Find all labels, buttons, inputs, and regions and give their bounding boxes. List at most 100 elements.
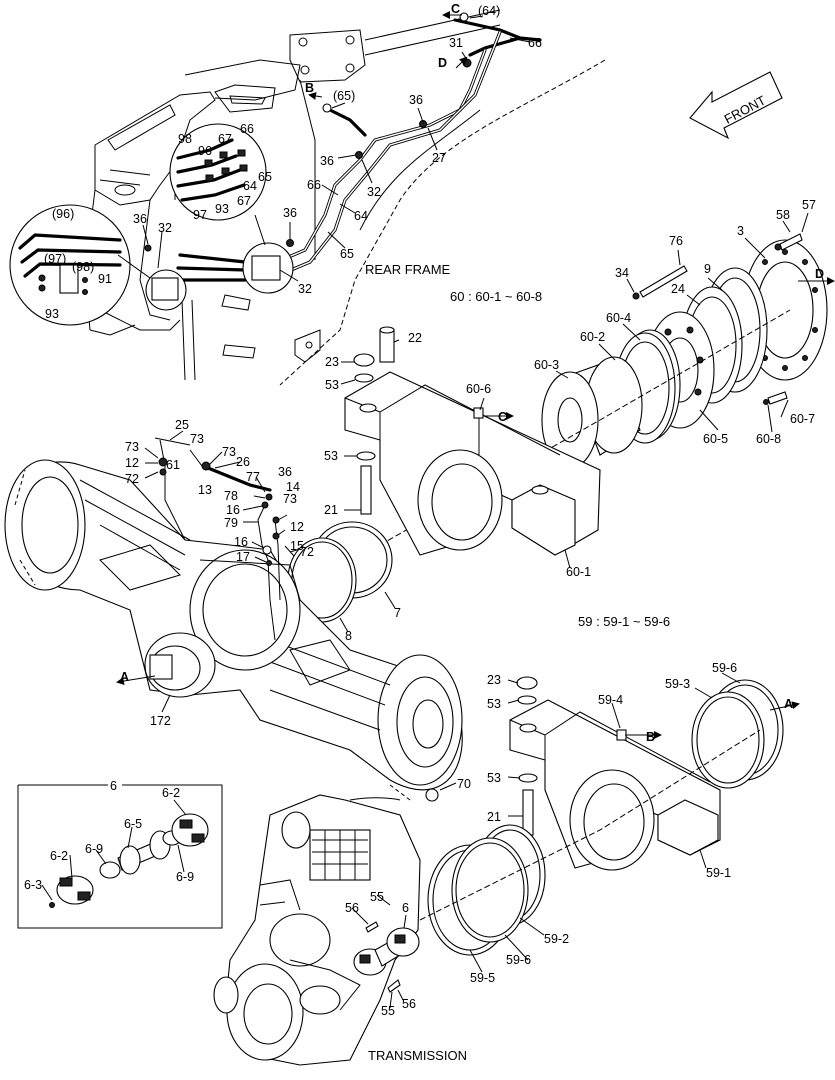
seal-ring-59-6-lower	[451, 837, 529, 943]
callout-label: 16	[234, 535, 248, 549]
callout-label: 93	[45, 307, 59, 321]
axle-brake-lines	[154, 437, 281, 641]
washer-53	[354, 373, 374, 383]
callout-label: 23	[325, 355, 339, 369]
bolt-60-7	[767, 391, 788, 405]
drive-shaft-6	[353, 927, 420, 976]
arrow-letter-c-mid: C	[498, 410, 507, 424]
axle-bracket-59-1	[509, 699, 721, 871]
rear-frame	[84, 9, 501, 381]
callout-label: (97)	[44, 252, 66, 266]
arrow-letter-d-top: D	[438, 56, 447, 70]
callout-label: 59-6	[506, 953, 531, 967]
callout-label: 60-7	[790, 412, 815, 426]
seal-ring-59-3	[691, 691, 765, 789]
bolt-56	[365, 921, 379, 933]
nut-23	[353, 353, 375, 367]
seal-ring-8	[287, 537, 357, 623]
washer-60-8	[763, 399, 769, 405]
callout-label: 24	[671, 282, 685, 296]
callout-label: 53	[487, 771, 501, 785]
callout-label: (64)	[478, 4, 500, 18]
transmission	[213, 794, 421, 1066]
callout-label: 73	[222, 445, 236, 459]
bolt-21	[360, 465, 372, 515]
callout-label: 67	[218, 132, 232, 146]
callout-label: 98	[178, 132, 192, 146]
inset-box-shaft-6	[17, 784, 223, 929]
callout-label: 34	[615, 266, 629, 280]
callout-label: 17	[236, 550, 250, 564]
spider-6-9-left	[99, 861, 121, 879]
callout-label: 77	[246, 470, 260, 484]
callout-label: 6-3	[24, 878, 42, 892]
callout-label: 36	[278, 465, 292, 479]
callout-label: 79	[224, 516, 238, 530]
caption-rear-frame: REAR FRAME	[365, 262, 451, 277]
callout-label: 97	[193, 208, 207, 222]
callout-label: 61	[166, 458, 180, 472]
callout-label: 60-1	[566, 565, 591, 579]
callout-label: 73	[125, 440, 139, 454]
callout-label: 32	[298, 282, 312, 296]
washer-34	[632, 292, 640, 300]
callout-label: (96)	[52, 207, 74, 221]
callout-label: 21	[324, 503, 338, 517]
direction-arrows	[116, 11, 835, 739]
arrow-letter-d-right: D	[815, 267, 824, 281]
arrow-letter-a-right: A	[784, 697, 793, 711]
callout-label: 59-4	[598, 693, 623, 707]
callout-label: 32	[158, 221, 172, 235]
callout-label: 67	[237, 194, 251, 208]
callout-label: 59-2	[544, 932, 569, 946]
caption-transmission: TRANSMISSION	[368, 1048, 467, 1063]
callout-label: 36	[409, 93, 423, 107]
washer-53	[356, 451, 376, 461]
callout-label: 91	[98, 272, 112, 286]
axle-bracket-60-1	[344, 371, 601, 556]
arrow-letter-b-top: B	[305, 81, 314, 95]
hose-fitting	[322, 103, 332, 113]
callout-label: 32	[367, 185, 381, 199]
callout-label: 36	[320, 154, 334, 168]
hose-clamp	[419, 120, 427, 128]
washer-58	[774, 243, 782, 251]
callout-label: 16	[226, 503, 240, 517]
leader-line	[117, 254, 151, 279]
callout-label: 6-2	[50, 849, 68, 863]
callout-label: 73	[190, 432, 204, 446]
callout-label: 26	[236, 455, 250, 469]
callout-label: 59-6	[712, 661, 737, 675]
callout-label: 72	[300, 545, 314, 559]
washer-53-lower	[517, 695, 537, 705]
bolt-55	[387, 979, 401, 993]
callout-label: 59-3	[665, 677, 690, 691]
hex-plug-70	[425, 788, 439, 802]
callout-label: 73	[283, 492, 297, 506]
callout-label: 59-5	[470, 971, 495, 985]
callout-label: 53	[487, 697, 501, 711]
callout-label: 65	[258, 170, 272, 184]
callout-label: 59-1	[706, 866, 731, 880]
callout-label: 7	[394, 606, 401, 620]
callout-label: 60-6	[466, 382, 491, 396]
leader-line	[254, 214, 266, 246]
callout-label: 72	[125, 472, 139, 486]
caption-group-59: 59 : 59-1 ~ 59-6	[578, 614, 670, 629]
hose-clamp	[355, 151, 363, 159]
connector-block	[251, 255, 281, 281]
callout-label: 96	[198, 144, 212, 158]
hose-clamp	[144, 244, 152, 252]
grease-nipple-59-4	[616, 729, 627, 741]
callout-label: 12	[125, 456, 139, 470]
callout-label: 93	[215, 202, 229, 216]
hose-clamp	[286, 239, 294, 247]
frame-edge-line	[359, 109, 481, 231]
callout-label: 60-2	[580, 330, 605, 344]
callout-label: 6-2	[162, 786, 180, 800]
callout-label: 31	[449, 36, 463, 50]
callout-label: 64	[354, 209, 368, 223]
caption-group-60: 60 : 60-1 ~ 60-8	[450, 289, 542, 304]
washer-53-lower	[518, 773, 538, 783]
